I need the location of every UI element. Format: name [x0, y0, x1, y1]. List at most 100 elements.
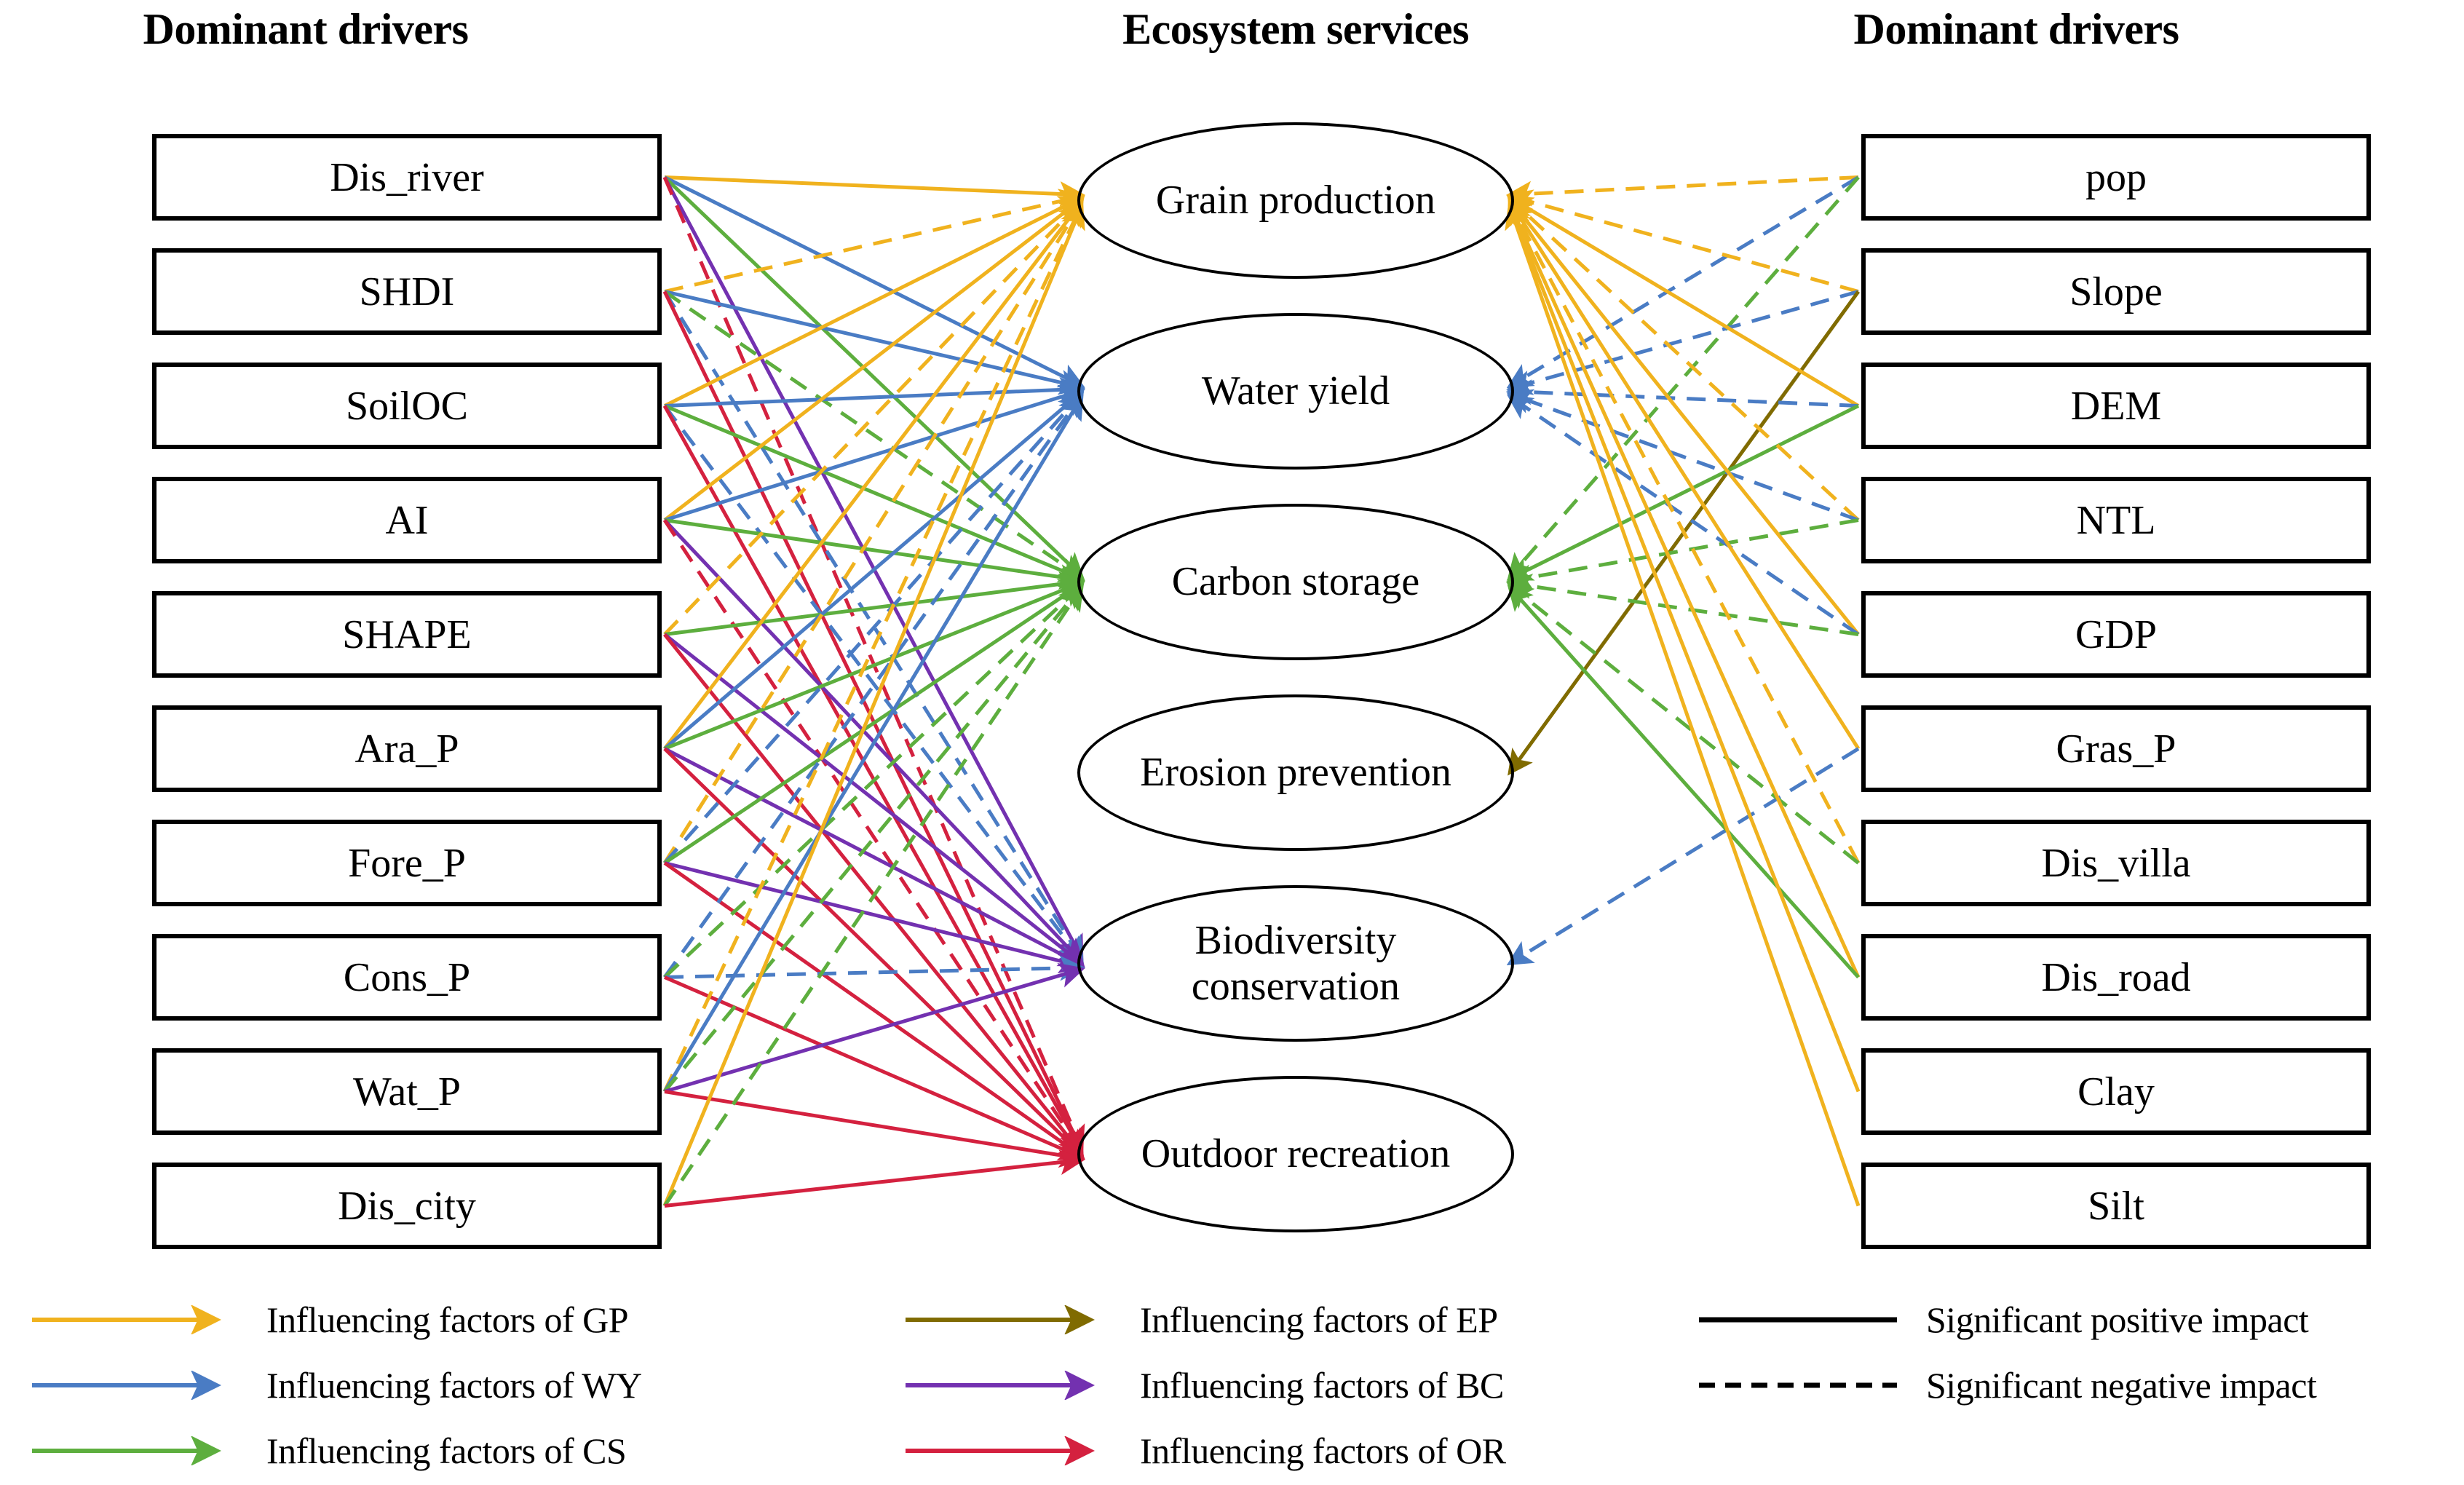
left-driver-label: SHAPE: [342, 611, 472, 657]
edge-shdi-to-carbon-storage: [663, 290, 1085, 580]
edge-pop-to-carbon-storage: [1507, 175, 1860, 579]
left-driver-box-shape[interactable]: SHAPE: [152, 591, 662, 678]
edge-ai-to-water-yield: [664, 384, 1085, 522]
edge-soiloc-to-outdoor-recreation: [662, 405, 1084, 1155]
legend-arrow-icon: [906, 1305, 1095, 1334]
edge-gdp-to-water-yield: [1506, 394, 1860, 636]
edge-slope-to-erosion-prevention: [1508, 290, 1861, 776]
edge-soiloc-to-water-yield: [664, 376, 1085, 408]
legend-item-or: Influencing factors of OR: [903, 1430, 1506, 1472]
legend-item-positive-impact: Significant positive impact: [1689, 1299, 2309, 1341]
legend-arrow-icon: [32, 1305, 221, 1334]
edge-fore-p-to-grain-production: [662, 200, 1084, 864]
edge-gdp-to-carbon-storage: [1506, 574, 1859, 636]
right-driver-box-silt[interactable]: Silt: [1861, 1163, 2371, 1249]
edge-ara-p-to-outdoor-recreation: [663, 747, 1085, 1157]
right-driver-box-gras-p[interactable]: Gras_P: [1861, 705, 2371, 792]
right-driver-label: pop: [2085, 154, 2147, 200]
solid-line-icon: [1699, 1317, 1897, 1323]
edge-silt-to-grain-production: [1505, 202, 1861, 1207]
service-ellipse-gp[interactable]: Grain production: [1077, 122, 1514, 279]
left-driver-label: Ara_P: [354, 726, 459, 772]
right-driver-box-dis-villa[interactable]: Dis_villa: [1861, 820, 2371, 906]
edge-wat-p-to-grain-production: [662, 201, 1085, 1093]
edge-shape-to-outdoor-recreation: [663, 633, 1085, 1157]
right-driver-label: NTL: [2076, 497, 2156, 543]
left-driver-box-ara-p[interactable]: Ara_P: [152, 705, 662, 792]
left-driver-box-dis-city[interactable]: Dis_city: [152, 1163, 662, 1249]
edge-soiloc-to-carbon-storage: [664, 404, 1085, 582]
right-driver-label: DEM: [2070, 383, 2162, 429]
left-driver-box-ai[interactable]: AI: [152, 477, 662, 563]
legend-label: Influencing factors of BC: [1140, 1365, 1504, 1406]
legend-label: Influencing factors of OR: [1140, 1430, 1506, 1471]
left-driver-box-fore-p[interactable]: Fore_P: [152, 820, 662, 906]
edge-gras-p-to-biodiversity-conservation: [1506, 747, 1860, 966]
right-driver-box-dem[interactable]: DEM: [1861, 363, 2371, 449]
edge-fore-p-to-biodiversity-conservation: [664, 861, 1085, 974]
left-driver-label: AI: [385, 497, 429, 543]
edge-soiloc-to-grain-production: [663, 196, 1085, 408]
left-driver-label: SHDI: [359, 269, 455, 314]
edge-ara-p-to-water-yield: [663, 389, 1085, 751]
edge-slope-to-grain-production: [1506, 189, 1859, 293]
service-label: Carbon storage: [1171, 559, 1420, 605]
right-driver-box-pop[interactable]: pop: [1861, 134, 2371, 221]
legend-item-cs: Influencing factors of CS: [29, 1430, 627, 1472]
right-driver-box-clay[interactable]: Clay: [1861, 1048, 2371, 1135]
legend-label: Influencing factors of WY: [266, 1365, 642, 1406]
left-driver-label: Dis_city: [338, 1183, 476, 1229]
service-label: Biodiversity conservation: [1191, 917, 1401, 1009]
edge-dis-road-to-carbon-storage: [1507, 585, 1860, 979]
edge-shape-to-carbon-storage: [664, 571, 1085, 636]
legend-label: Influencing factors of EP: [1140, 1299, 1498, 1340]
edge-wat-p-to-outdoor-recreation: [664, 1090, 1085, 1168]
edge-pop-to-water-yield: [1506, 175, 1860, 389]
left-driver-box-cons-p[interactable]: Cons_P: [152, 934, 662, 1021]
left-driver-box-wat-p[interactable]: Wat_P: [152, 1048, 662, 1135]
edge-cons-p-to-water-yield: [662, 392, 1084, 978]
service-ellipse-wy[interactable]: Water yield: [1077, 313, 1514, 470]
edge-cons-p-to-carbon-storage: [663, 582, 1085, 979]
service-ellipse-ep[interactable]: Erosion prevention: [1077, 694, 1514, 851]
edge-slope-to-water-yield: [1506, 290, 1859, 395]
left-driver-box-shdi[interactable]: SHDI: [152, 248, 662, 335]
legend-arrow-icon: [906, 1371, 1095, 1400]
edge-ntl-to-water-yield: [1506, 389, 1859, 522]
edge-shdi-to-outdoor-recreation: [662, 290, 1084, 1153]
legend-item-bc: Influencing factors of BC: [903, 1364, 1504, 1406]
right-driver-box-dis-road[interactable]: Dis_road: [1861, 934, 2371, 1021]
left-driver-box-soiloc[interactable]: SoilOC: [152, 363, 662, 449]
edge-soiloc-to-biodiversity-conservation: [663, 404, 1085, 964]
legend-label: Significant negative impact: [1926, 1365, 2317, 1406]
left-driver-label: Wat_P: [353, 1069, 461, 1114]
legend-item-wy: Influencing factors of WY: [29, 1364, 642, 1406]
left-driver-box-dis-river[interactable]: Dis_river: [152, 134, 662, 221]
right-driver-box-ntl[interactable]: NTL: [1861, 477, 2371, 563]
right-driver-box-slope[interactable]: Slope: [1861, 248, 2371, 335]
edge-wat-p-to-biodiversity-conservation: [664, 962, 1085, 1093]
column-title-center: Ecosystem services: [1122, 5, 1469, 53]
edge-dis-villa-to-grain-production: [1508, 199, 1861, 864]
edge-wat-p-to-carbon-storage: [663, 583, 1085, 1093]
right-driver-box-gdp[interactable]: GDP: [1861, 591, 2371, 678]
edge-dis-river-to-carbon-storage: [663, 175, 1085, 579]
edge-shape-to-grain-production: [663, 197, 1085, 636]
service-ellipse-bc[interactable]: Biodiversity conservation: [1077, 885, 1514, 1042]
service-label: Erosion prevention: [1140, 750, 1451, 796]
legend-arrow-icon: [32, 1436, 221, 1465]
edge-ai-to-carbon-storage: [664, 518, 1085, 590]
legend-label: Influencing factors of CS: [266, 1430, 627, 1471]
edge-dis-city-to-carbon-storage: [662, 585, 1084, 1207]
right-driver-label: GDP: [2075, 611, 2158, 657]
legend-item-gp: Influencing factors of GP: [29, 1299, 629, 1341]
column-title-right: Dominant drivers: [1853, 5, 2179, 53]
service-ellipse-cs[interactable]: Carbon storage: [1077, 504, 1514, 660]
service-ellipse-or[interactable]: Outdoor recreation: [1077, 1076, 1514, 1232]
edge-shdi-to-biodiversity-conservation: [662, 290, 1084, 962]
edge-ai-to-biodiversity-conservation: [663, 518, 1085, 965]
edge-shdi-to-grain-production: [664, 189, 1085, 293]
edge-dis-city-to-grain-production: [662, 202, 1085, 1207]
legend-label: Influencing factors of GP: [266, 1299, 629, 1340]
